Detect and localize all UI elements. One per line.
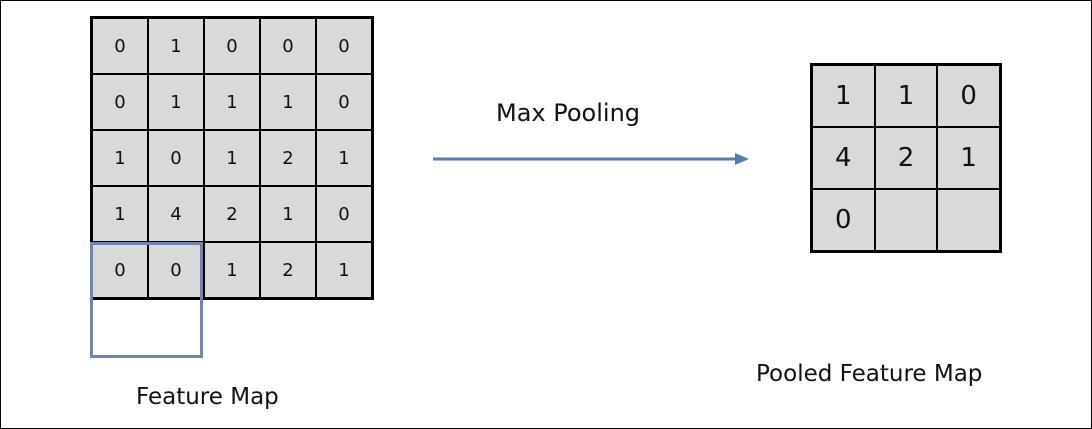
- pooled-map-cell: 4: [812, 127, 875, 189]
- pooled-map-cell: 2: [874, 127, 938, 189]
- feature-map-cell: 0: [148, 130, 204, 186]
- feature-map-cell: 0: [92, 242, 148, 298]
- pooled-map-cell: 1: [812, 65, 875, 127]
- feature-map-cell: 1: [204, 242, 260, 298]
- feature-map-cell: 1: [92, 130, 148, 186]
- feature-map-cell: 1: [148, 18, 204, 74]
- feature-map-cell: 4: [148, 186, 204, 242]
- arrow-right-icon: [433, 153, 749, 165]
- feature-map-cell: 2: [260, 130, 316, 186]
- feature-map-cell: 1: [204, 130, 260, 186]
- feature-map-cell: 1: [260, 186, 316, 242]
- feature-map-cell: 1: [148, 74, 204, 130]
- feature-map-cell: 2: [260, 242, 316, 298]
- pooled-map-cell: 0: [812, 189, 875, 251]
- feature-map-cell: 0: [204, 18, 260, 74]
- pooled-feature-map-label: Pooled Feature Map: [756, 361, 983, 387]
- operation-label: Max Pooling: [496, 99, 641, 127]
- feature-map-cell: 1: [316, 130, 372, 186]
- feature-map-label: Feature Map: [136, 384, 279, 410]
- feature-map-cell: 0: [316, 74, 372, 130]
- feature-map-cell: 0: [92, 74, 148, 130]
- pooled-map-cell: 1: [874, 65, 938, 127]
- feature-map-cell: 1: [260, 74, 316, 130]
- pooled-map-cell: [937, 189, 1000, 251]
- feature-map-cell: 0: [92, 18, 148, 74]
- feature-map-cell: 0: [316, 186, 372, 242]
- feature-map-cell: 1: [204, 74, 260, 130]
- feature-map-cell: 1: [316, 242, 372, 298]
- pooled-map-cell: [874, 189, 938, 251]
- feature-map-cell: 2: [204, 186, 260, 242]
- feature-map-cell: 0: [260, 18, 316, 74]
- feature-map-cell: 0: [148, 242, 204, 298]
- feature-map-cell: 0: [316, 18, 372, 74]
- pooled-map-cell: 1: [937, 127, 1000, 189]
- pooling-window: [90, 242, 203, 358]
- feature-map-cell: 1: [92, 186, 148, 242]
- pooled-map-cell: 0: [937, 65, 1000, 127]
